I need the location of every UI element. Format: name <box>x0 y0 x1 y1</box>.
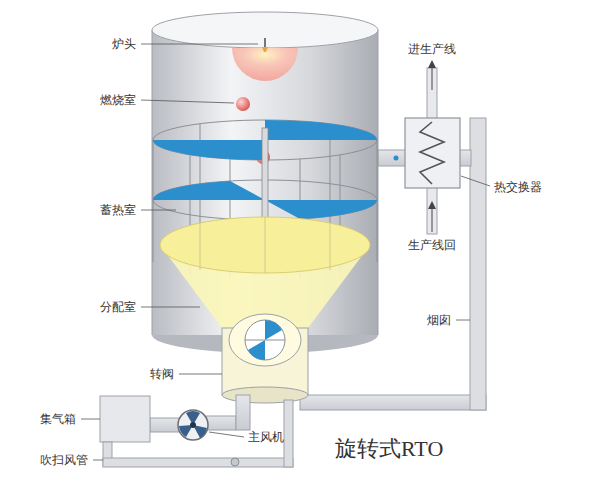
part-label: 热交换器 <box>494 180 542 194</box>
part-label: 蓄热室 <box>100 203 136 217</box>
part-label: 转阀 <box>150 367 174 381</box>
part-label: 集气箱 <box>40 412 76 426</box>
part-label: 进生产线 <box>408 42 456 56</box>
caption: 旋转式RTO <box>335 436 443 462</box>
part-label: 烟囱 <box>427 313 451 327</box>
part-label: 吹扫风管 <box>40 453 88 467</box>
part-label: 炉头 <box>112 37 136 51</box>
part-label: 生产线回 <box>408 238 456 252</box>
part-label: 燃烧室 <box>100 93 136 107</box>
part-label: 分配室 <box>100 300 136 314</box>
part-label: 主风机 <box>248 430 284 444</box>
